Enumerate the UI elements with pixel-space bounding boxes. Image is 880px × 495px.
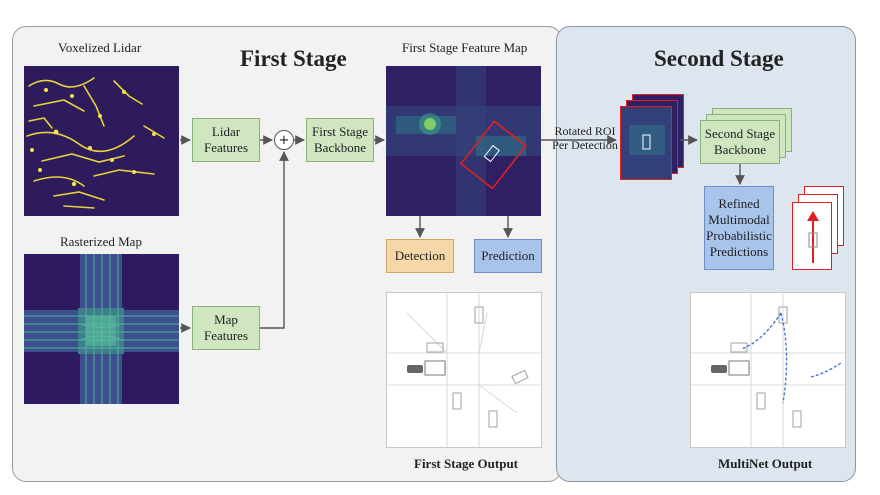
multinet-output-caption: MultiNet Output (718, 456, 813, 471)
rotated-roi-line1: Rotated ROI (554, 124, 616, 138)
refined-predictions-box: Refined Multimodal Probabilistic Predict… (704, 186, 774, 270)
first-stage-title: First Stage (240, 46, 347, 71)
rotated-roi-line2: Per Detection (552, 138, 618, 152)
rotated-roi-label: Rotated ROI Per Detection (552, 124, 618, 152)
first-stage-feature-map-image (386, 66, 541, 216)
multinet-output-image (690, 292, 846, 448)
map-features-box: Map Features (192, 306, 260, 350)
fusion-plus-symbol: + (274, 130, 294, 150)
voxelized-lidar-caption: Voxelized Lidar (58, 40, 142, 55)
first-stage-output-caption: First Stage Output (414, 456, 518, 471)
second-stage-title: Second Stage (654, 46, 784, 71)
first-stage-output-image (386, 292, 542, 448)
voxelized-lidar-image (24, 66, 179, 216)
lidar-features-box: Lidar Features (192, 118, 260, 162)
prediction-box: Prediction (474, 239, 542, 273)
roi-crop-front (620, 106, 672, 180)
feature-map-caption: First Stage Feature Map (402, 40, 528, 55)
rasterized-map-image (24, 254, 179, 404)
rasterized-map-caption: Rasterized Map (60, 234, 142, 249)
second-stage-backbone-box: Second Stage Backbone (700, 120, 780, 164)
refined-crop-front (792, 202, 832, 270)
detection-box: Detection (386, 239, 454, 273)
first-stage-backbone-box: First Stage Backbone (306, 118, 374, 162)
